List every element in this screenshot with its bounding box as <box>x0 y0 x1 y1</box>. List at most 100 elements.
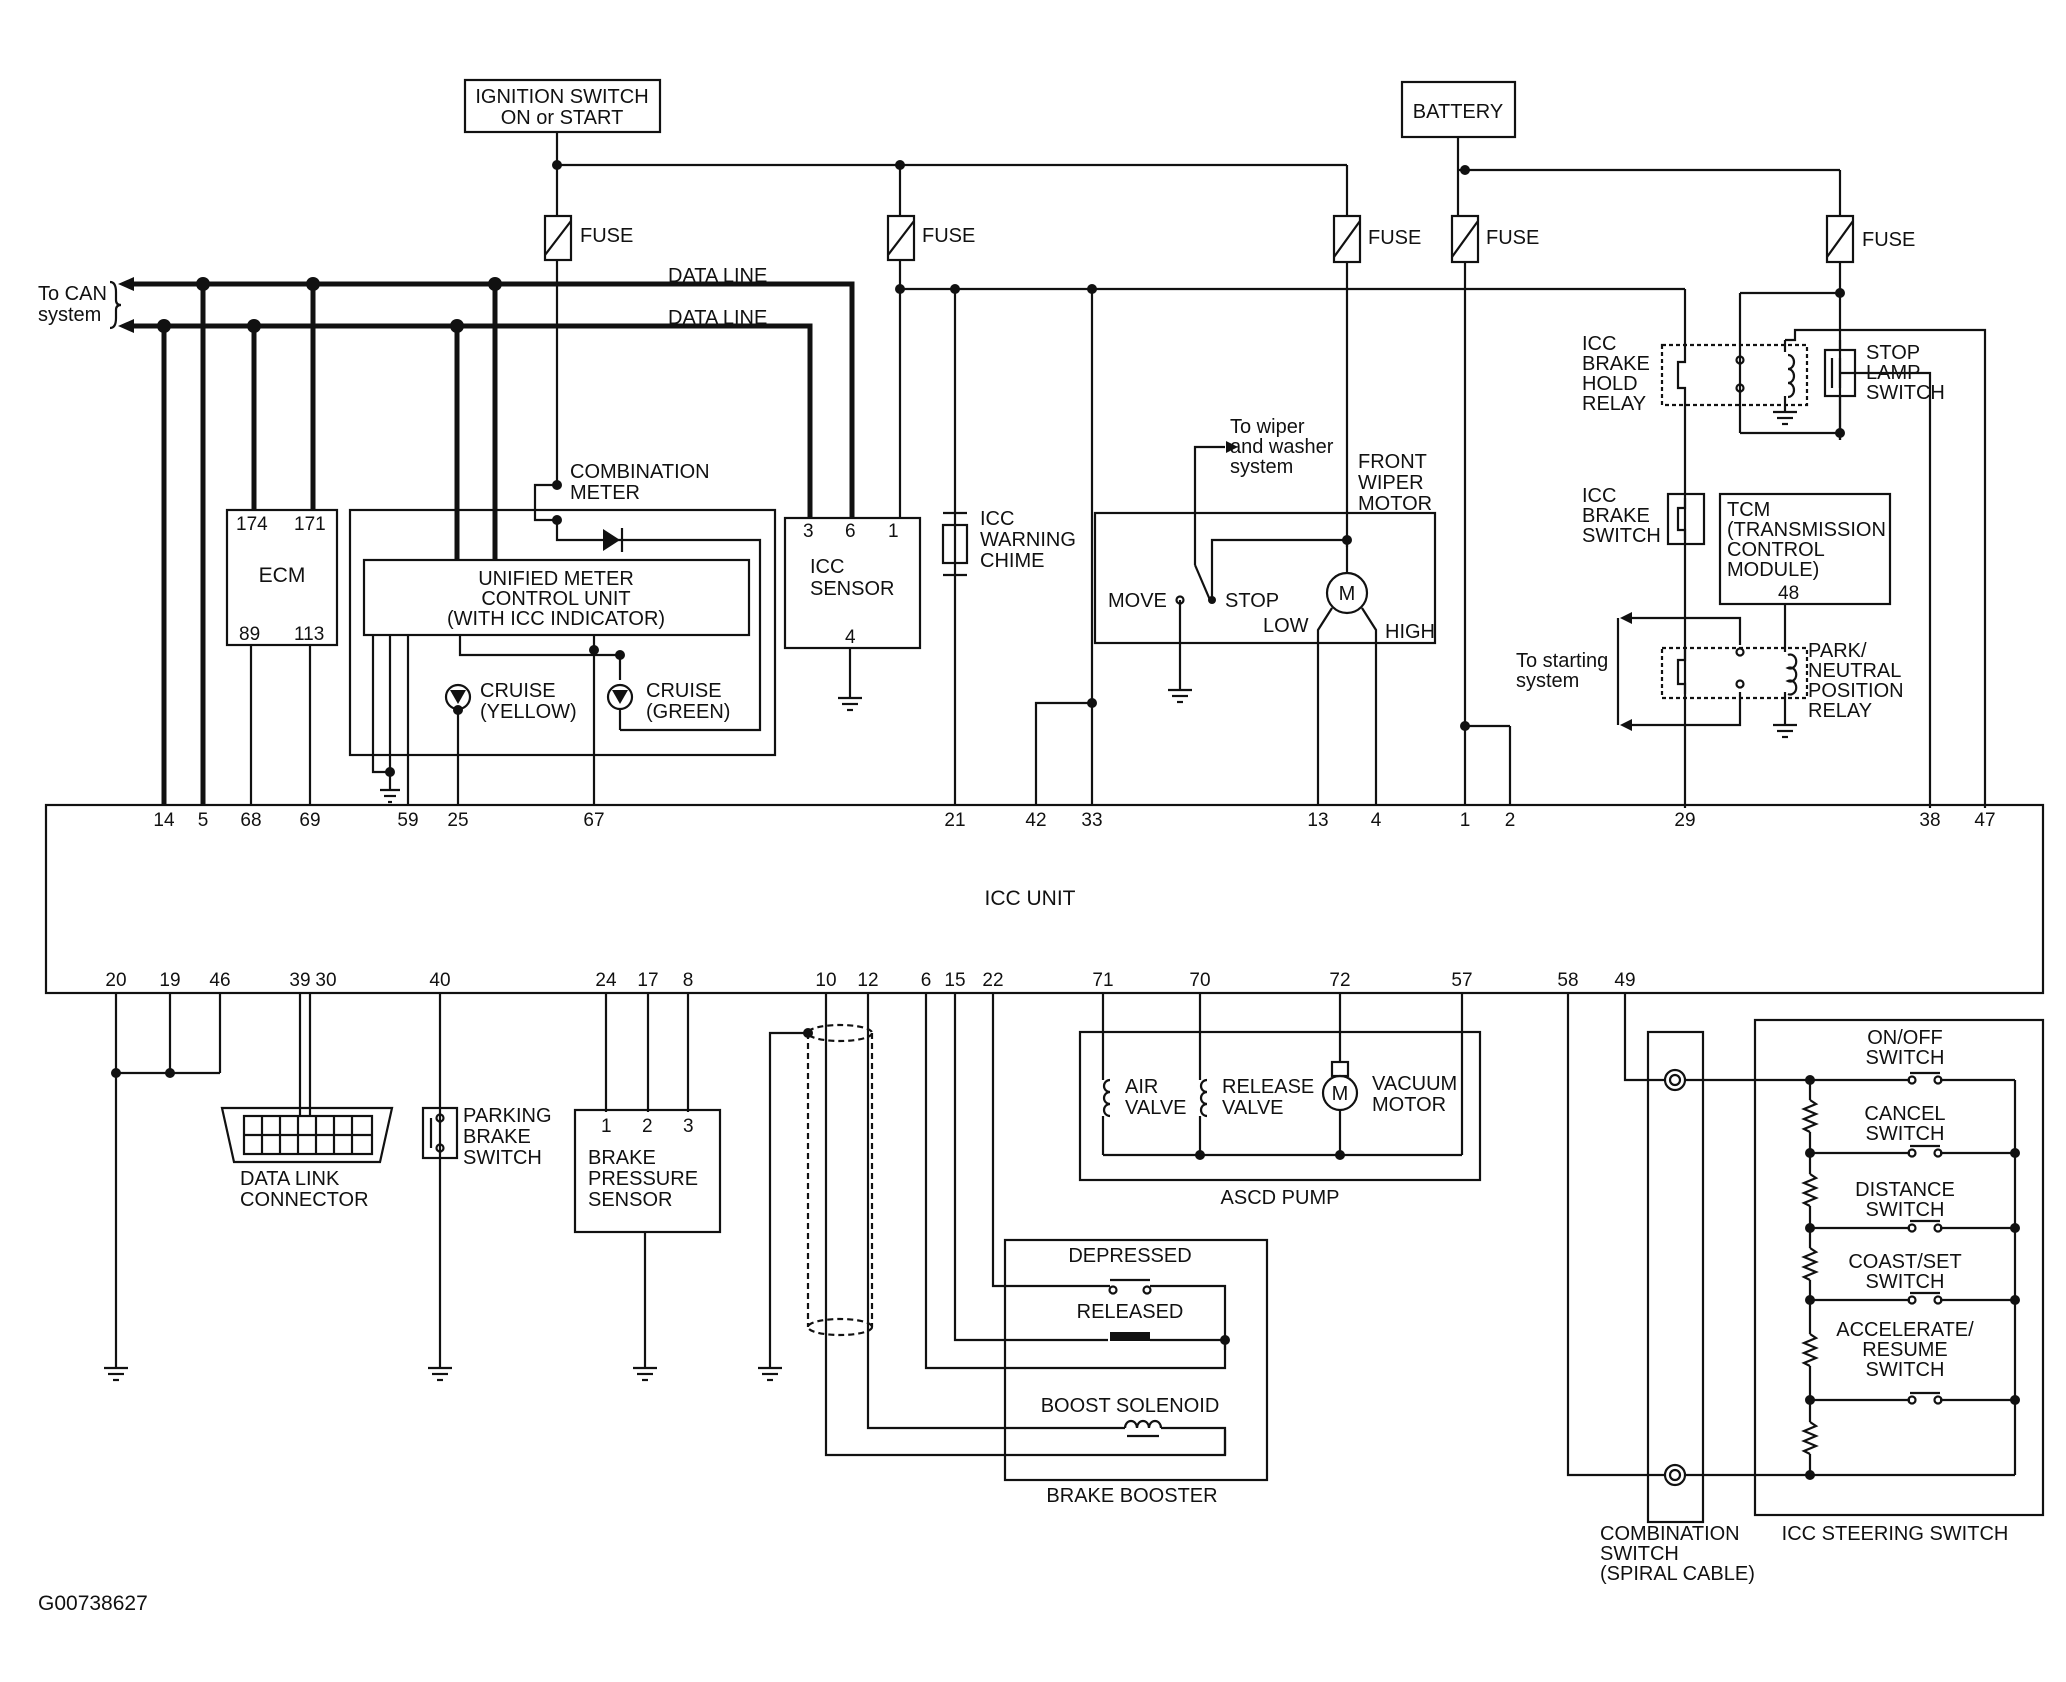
icc-top-pin-14: 14 <box>153 810 175 831</box>
fuse-3: FUSE <box>1332 214 1421 264</box>
svg-text:4: 4 <box>845 627 856 648</box>
svg-text:FUSE: FUSE <box>1862 229 1915 251</box>
icc-bottom-pin-58: 58 <box>1557 970 1578 991</box>
icc-top-pin-4: 4 <box>1371 810 1382 831</box>
svg-text:VALVE: VALVE <box>1222 1097 1284 1119</box>
icc-bottom-pin-39: 39 <box>289 970 310 991</box>
can-data-lines: DATA LINE DATA LINE To CAN system <box>38 265 855 805</box>
svg-text:SENSOR: SENSOR <box>810 578 894 600</box>
svg-text:COMBINATION: COMBINATION <box>570 461 710 483</box>
fuse-4: FUSE <box>1450 214 1539 264</box>
svg-text:SWITCH: SWITCH <box>1866 1047 1945 1069</box>
svg-text:and washer: and washer <box>1230 436 1334 458</box>
svg-text:BOOST SOLENOID: BOOST SOLENOID <box>1041 1395 1220 1417</box>
park-neutral-position-relay: To starting system PARK/ NEUTRAL POSITIO… <box>1516 612 1904 739</box>
svg-text:VALVE: VALVE <box>1125 1097 1187 1119</box>
icc-top-pin-47: 47 <box>1974 810 1995 831</box>
icc-bottom-pin-72: 72 <box>1329 970 1350 991</box>
svg-text:DISTANCE: DISTANCE <box>1855 1179 1955 1201</box>
brake-pressure-sensor: 1 2 3 BRAKE PRESSURE SENSOR <box>573 993 722 1382</box>
fuse-5: FUSE <box>1825 214 1915 264</box>
svg-text:UNIFIED METER: UNIFIED METER <box>478 568 634 590</box>
icc-bottom-pin-6: 6 <box>921 970 932 991</box>
svg-text:(TRANSMISSION: (TRANSMISSION <box>1727 519 1886 541</box>
svg-text:SWITCH: SWITCH <box>1600 1543 1679 1565</box>
icc-steering-switch: ICC STEERING SWITCH ON/OFF SWITCH CANCEL… <box>1685 1018 2045 1545</box>
svg-text:POSITION: POSITION <box>1808 680 1904 702</box>
svg-text:STOP: STOP <box>1225 590 1279 612</box>
svg-text:MOTOR: MOTOR <box>1358 493 1432 515</box>
svg-text:DATA LINE: DATA LINE <box>668 265 767 287</box>
icc-bottom-pin-10: 10 <box>815 970 836 991</box>
svg-text:SWITCH: SWITCH <box>463 1147 542 1169</box>
steering-junction <box>1805 1395 1815 1405</box>
svg-text:CONNECTOR: CONNECTOR <box>240 1189 369 1211</box>
svg-text:COMBINATION: COMBINATION <box>1600 1523 1740 1545</box>
svg-text:ASCD PUMP: ASCD PUMP <box>1221 1187 1340 1209</box>
tcm: TCM (TRANSMISSION CONTROL MODULE) 48 <box>1718 492 1892 652</box>
svg-text:2: 2 <box>642 1116 653 1137</box>
steering-junction <box>1805 1223 1815 1233</box>
svg-text:DATA LINE: DATA LINE <box>668 307 767 329</box>
steering-junction <box>2010 1295 2020 1305</box>
icc-bottom-pin-24: 24 <box>595 970 617 991</box>
svg-text:ACCELERATE/: ACCELERATE/ <box>1836 1319 1974 1341</box>
steering-junction <box>2010 1148 2020 1158</box>
combination-meter: COMBINATION METER UNIFIED METER CONTROL … <box>348 461 777 805</box>
svg-text:SWITCH: SWITCH <box>1866 1123 1945 1145</box>
steering-junction <box>2010 1395 2020 1405</box>
icc-bottom-pin-46: 46 <box>209 970 230 991</box>
brake-booster: BRAKE BOOSTER DEPRESSED RELEASED BOOST S… <box>924 993 1269 1507</box>
resistor <box>1801 1099 1819 1133</box>
svg-text:FUSE: FUSE <box>1368 227 1421 249</box>
svg-text:CONTROL: CONTROL <box>1727 539 1825 561</box>
resistor <box>1801 1421 1819 1455</box>
svg-text:FUSE: FUSE <box>1486 227 1539 249</box>
svg-text:M: M <box>1339 583 1356 605</box>
svg-text:BRAKE: BRAKE <box>1582 505 1650 527</box>
resistor <box>1801 1173 1819 1207</box>
svg-text:SWITCH: SWITCH <box>1866 1359 1945 1381</box>
svg-text:SWITCH: SWITCH <box>1866 382 1945 404</box>
svg-text:ICC STEERING SWITCH: ICC STEERING SWITCH <box>1782 1523 2009 1545</box>
svg-text:BRAKE: BRAKE <box>1582 353 1650 375</box>
icc-bottom-pin-57: 57 <box>1451 970 1472 991</box>
icc-bottom-pin-19: 19 <box>159 970 180 991</box>
ecm: 174 171 ECM 89 113 <box>225 508 339 805</box>
icc-bottom-pin-40: 40 <box>429 970 450 991</box>
svg-text:To CAN: To CAN <box>38 283 107 305</box>
svg-text:ICC: ICC <box>810 556 844 578</box>
svg-text:ON/OFF: ON/OFF <box>1867 1027 1943 1049</box>
icc-bottom-pin-71: 71 <box>1092 970 1113 991</box>
svg-text:CONTROL UNIT: CONTROL UNIT <box>481 588 630 610</box>
svg-text:M: M <box>1332 1083 1349 1105</box>
stop-lamp-switch: STOP LAMP SWITCH <box>1823 340 1945 808</box>
svg-text:RESUME: RESUME <box>1862 1339 1948 1361</box>
svg-text:MOVE: MOVE <box>1108 590 1167 612</box>
icc-top-pin-2: 2 <box>1505 810 1516 831</box>
svg-text:MODULE): MODULE) <box>1727 559 1819 581</box>
svg-text:ICC: ICC <box>980 508 1014 530</box>
icc-brake-switch: ICC BRAKE SWITCH <box>1582 485 1706 547</box>
svg-text:ON or START: ON or START <box>501 107 624 129</box>
svg-text:CRUISE: CRUISE <box>646 680 722 702</box>
svg-text:WIPER: WIPER <box>1358 472 1424 494</box>
svg-text:CHIME: CHIME <box>980 550 1044 572</box>
steering-switch-ladder <box>1801 1071 2020 1455</box>
diagram-id: G00738627 <box>38 1592 148 1615</box>
svg-text:RELEASED: RELEASED <box>1077 1301 1184 1323</box>
pin-42-wire <box>1034 701 1092 805</box>
svg-text:3: 3 <box>803 521 814 542</box>
svg-text:VACUUM: VACUUM <box>1372 1073 1457 1095</box>
svg-text:DATA LINK: DATA LINK <box>240 1168 340 1190</box>
icc-top-pin-25: 25 <box>447 810 468 831</box>
icc-unit: ICC UNIT <box>44 803 2045 995</box>
icc-bottom-pin-20: 20 <box>105 970 126 991</box>
icc-bottom-pin-30: 30 <box>315 970 336 991</box>
icc-sensor: 3 6 1 ICC SENSOR 4 <box>783 516 922 712</box>
svg-text:ICC: ICC <box>1582 333 1616 355</box>
icc-bottom-pin-8: 8 <box>683 970 694 991</box>
steering-switch-terminal <box>1933 1075 1943 1085</box>
svg-text:ICC: ICC <box>1582 485 1616 507</box>
